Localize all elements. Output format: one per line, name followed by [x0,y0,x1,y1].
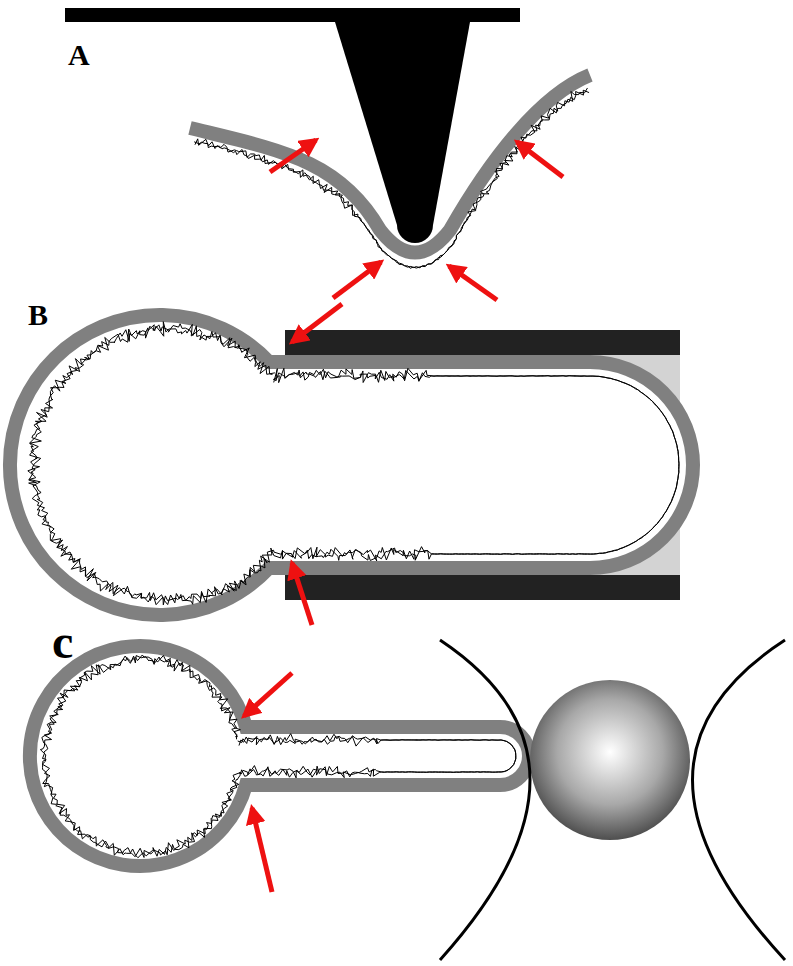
panel-c [30,640,785,960]
cytoskeleton-fiber [29,324,679,605]
laser-beam [693,640,786,960]
cytoskeleton-fiber [42,656,516,858]
panel-b [10,315,693,615]
panel-label: c [52,618,73,666]
afm-tip-apex [397,207,433,243]
panel-a [65,8,590,268]
pipette-wall [285,575,680,600]
cantilever [65,8,520,22]
red-arrows [244,140,563,892]
cytoskeleton-fiber [195,90,589,268]
cytoskeleton [28,88,679,858]
bead [530,680,690,840]
pipette-wall [285,330,680,355]
panel-label: B [28,300,48,330]
cytoskeleton-fiber [28,322,679,605]
panel-label: A [68,40,90,70]
afm-tip [335,22,470,225]
membrane [10,315,693,615]
cytoskeleton-fiber [194,88,587,268]
membrane [30,646,529,866]
cytoskeleton-fiber [40,655,515,857]
laser-beam [440,640,530,960]
